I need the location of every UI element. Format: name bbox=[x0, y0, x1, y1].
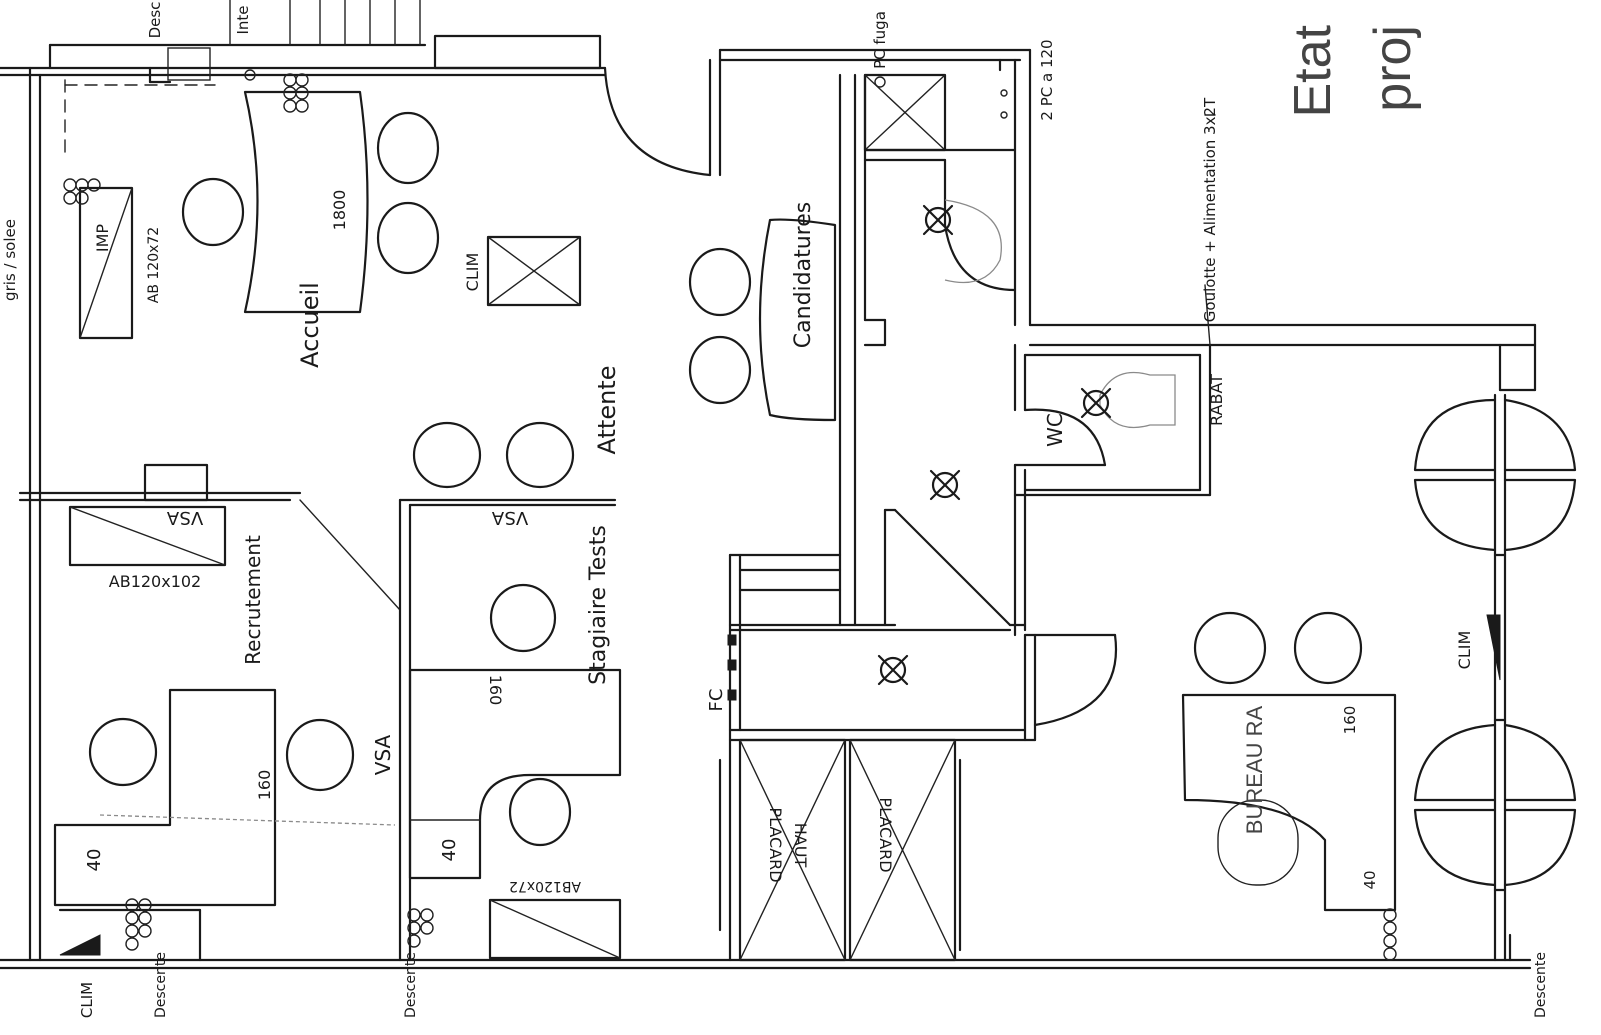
room-label-candidatures: Candidatures bbox=[791, 202, 816, 348]
left-edge-label: gris / solee bbox=[1, 219, 19, 301]
socket-icon bbox=[283, 73, 309, 113]
title-text: Etat bbox=[1284, 24, 1342, 117]
light-icon bbox=[877, 654, 909, 686]
return-dim-stagiaire: 40 bbox=[439, 839, 460, 862]
socket-icon bbox=[407, 908, 434, 948]
placard-label-1: PLACARD bbox=[766, 807, 785, 882]
cabinet-recrutement-dim: AB120x102 bbox=[109, 572, 201, 591]
socket-icon bbox=[125, 898, 152, 951]
pc-120-label: 2 PC a 120 bbox=[1038, 39, 1056, 120]
room-label-bureau: BUREAU RA bbox=[1242, 705, 1267, 834]
cabinet-imp-dim: AB 120x72 bbox=[146, 227, 162, 303]
cabinet-imp-label: IMP bbox=[93, 224, 112, 253]
clim-label-1: CLIM bbox=[463, 253, 482, 292]
light-icon bbox=[1080, 387, 1112, 419]
clim-label-3: CLIM bbox=[78, 982, 96, 1018]
cabinet-stagiaire-dim: AB120x72 bbox=[509, 878, 581, 894]
top-label-1: Desc bbox=[146, 2, 164, 39]
subtitle-text: proj bbox=[1364, 25, 1422, 112]
descente-label-3: Descente bbox=[1533, 952, 1549, 1018]
goulotte-label: Goulotte + Alimentation 3x2T bbox=[1201, 97, 1219, 322]
room-label-recrutement: Recrutement bbox=[241, 535, 265, 665]
placard-label-1b: HAUT bbox=[791, 823, 810, 868]
room-label-stagiaire: Stagiaire Tests bbox=[586, 525, 611, 685]
fc-label: FC bbox=[706, 689, 727, 712]
desk-dim-recrutement: 160 bbox=[255, 770, 274, 801]
socket-clusters bbox=[63, 69, 1397, 961]
desk-dim-stagiaire: 160 bbox=[486, 675, 505, 706]
socket-icon bbox=[63, 178, 101, 205]
desk-dim-bureau: 160 bbox=[1341, 706, 1359, 735]
room-label-wc: WC bbox=[1043, 413, 1067, 447]
walls bbox=[0, 0, 1577, 970]
vsa-label-3: VSA bbox=[371, 734, 395, 775]
clim-wedge-icon bbox=[1486, 614, 1501, 681]
room-label-accueil: Accueil bbox=[296, 282, 324, 368]
clim-label-2: CLIM bbox=[1455, 631, 1474, 670]
socket-icon bbox=[1383, 908, 1397, 961]
light-fixtures bbox=[877, 199, 1112, 686]
socket-icon bbox=[244, 69, 1008, 119]
labels: Etat proj Accueil Attente Candidatures W… bbox=[1, 2, 1549, 1019]
rabat-label: RABAT bbox=[1207, 374, 1226, 426]
descente-label-2: Descente bbox=[403, 952, 419, 1018]
furniture bbox=[53, 90, 1397, 960]
pc-fuga-label: PC fuga bbox=[871, 11, 889, 69]
descente-label-1: Descente bbox=[153, 952, 169, 1018]
return-dim-bureau: 40 bbox=[1361, 870, 1379, 889]
light-icon bbox=[929, 469, 961, 501]
top-label-2: Inte bbox=[234, 5, 252, 34]
clim-wedge-icon bbox=[59, 934, 101, 956]
light-icon bbox=[922, 204, 954, 236]
return-dim-recrutement: 40 bbox=[84, 849, 105, 872]
room-label-attente: Attente bbox=[593, 366, 621, 455]
vsa-label-1: VSA bbox=[166, 507, 203, 528]
vsa-label-2: VSA bbox=[491, 507, 528, 528]
desk-dim-accueil: 1800 bbox=[330, 190, 349, 231]
placard-label-2: PLACARD bbox=[876, 797, 895, 872]
